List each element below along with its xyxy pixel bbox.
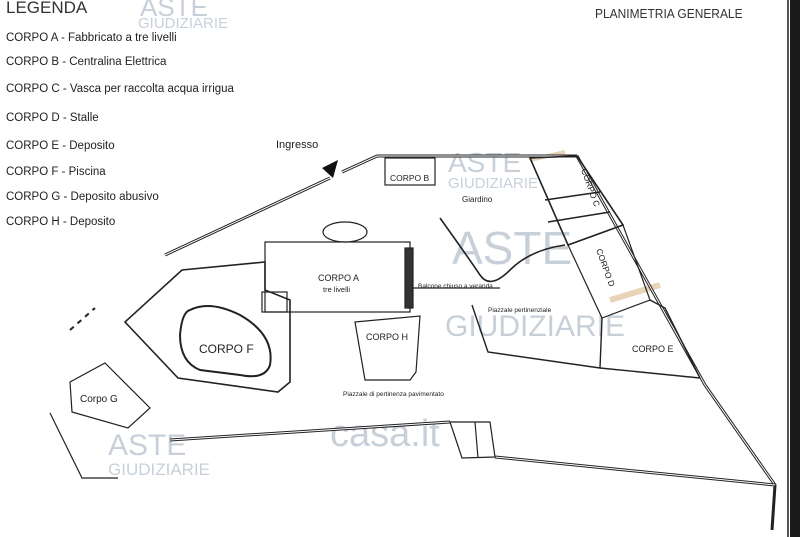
balcone-label: Balcone chiuso a veranda <box>418 283 493 290</box>
watermark-top: ASTE GIUDIZIARIE <box>138 0 228 32</box>
svg-text:GIUDIZIARIE: GIUDIZIARIE <box>448 175 538 192</box>
watermark-bottom: ASTE GIUDIZIARIE <box>108 429 210 479</box>
entrance-arrow-icon <box>322 160 338 178</box>
plan-title: PLANIMETRIA GENERALE <box>595 6 743 21</box>
svg-text:ASTE: ASTE <box>448 147 521 178</box>
piazzale-pavimentato-label: Piazzale di pertinenza pavimentato <box>343 391 444 398</box>
watermark-casa: casa.it <box>330 413 440 455</box>
corpo-h-label: CORPO H <box>366 332 408 342</box>
corpo-f-label: CORPO F <box>199 342 254 356</box>
corpo-e-label: CORPO E <box>632 344 674 354</box>
legend-item: CORPO G - Deposito abusivo <box>6 191 159 203</box>
corpo-a-sublabel: tre livelli <box>323 285 350 294</box>
legend-item: CORPO B - Centralina Elettrica <box>6 56 167 68</box>
svg-text:GIUDIZIARIE: GIUDIZIARIE <box>108 460 210 479</box>
corpo-b-shape <box>384 157 436 186</box>
corpo-f-terrace <box>123 261 291 393</box>
svg-text:ASTE: ASTE <box>108 429 186 462</box>
giardino-label: Giardino <box>462 195 493 204</box>
ingresso-label: Ingresso <box>276 139 318 151</box>
corpo-a-label: CORPO A <box>318 273 359 283</box>
corpo-g-shape <box>69 362 151 429</box>
watermark-b: ASTE GIUDIZIARIE <box>448 147 566 192</box>
legend-title: LEGENDA <box>6 0 88 17</box>
frame-border <box>787 0 789 537</box>
piazzale-pertinenziale-label: Piazzale pertinenziale <box>488 307 552 314</box>
svg-text:GIUDIZIARIE: GIUDIZIARIE <box>138 15 228 32</box>
corpo-f-pool <box>178 305 272 378</box>
legend-item: CORPO E - Deposito <box>6 140 115 152</box>
legend-item: CORPO D - Stalle <box>6 112 99 124</box>
corpo-h-shape <box>354 315 421 381</box>
frame-edge <box>790 0 800 537</box>
svg-text:GIUDIZIARIE: GIUDIZIARIE <box>445 310 625 343</box>
legend-item: CORPO A - Fabbricato a tre livelli <box>6 32 177 44</box>
corpo-b-label: CORPO B <box>390 173 430 183</box>
legend-item: CORPO F - Piscina <box>6 166 106 178</box>
corpo-g-label: Corpo G <box>80 394 118 405</box>
walls <box>49 154 777 531</box>
svg-text:ASTE: ASTE <box>452 222 572 274</box>
legend-item: CORPO C - Vasca per raccolta acqua irrig… <box>6 83 234 95</box>
corpo-d-label: CORPO D <box>594 247 617 288</box>
svg-text:ASTE: ASTE <box>140 0 208 22</box>
legend-item: CORPO H - Deposito <box>6 216 116 228</box>
